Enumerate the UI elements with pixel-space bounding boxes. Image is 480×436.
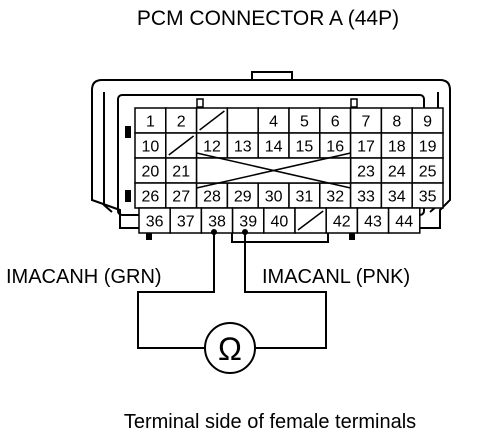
terminal-cell [411,182,444,209]
terminal-cell [325,207,359,234]
terminal-number: 6 [331,114,340,131]
terminal-number: 42 [333,214,351,231]
terminal-number: 18 [388,139,406,156]
terminal-cell [138,207,171,234]
unused-terminal-slash [199,110,225,131]
terminal-number: 31 [296,189,314,206]
terminal-cell [349,132,383,159]
terminal-number: 9 [423,114,432,131]
unused-terminal-slash [297,210,324,231]
terminal-cell [411,107,444,134]
terminal-number: 27 [172,189,190,206]
terminal-number: 1 [146,114,155,131]
terminal-number: 40 [271,214,289,231]
terminal-number: 29 [234,189,252,206]
terminal-number: 7 [362,114,371,131]
terminal-number: 36 [146,214,164,231]
terminal-number: 14 [265,139,283,156]
terminal-number: 5 [300,114,309,131]
terminal-number: 26 [142,189,160,206]
terminal-number: 32 [326,189,344,206]
terminal-number: 8 [392,114,401,131]
terminal-number: 13 [234,139,252,156]
terminal-number: 37 [177,214,195,231]
terminal-number: 43 [364,214,382,231]
terminal-number: 28 [203,189,221,206]
terminal-cell [263,207,296,234]
unused-terminal-slash [168,135,195,156]
blank-cross-line [196,152,351,189]
probe-right-label: IMACANL (PNK) [262,266,410,288]
terminal-number: 12 [203,139,221,156]
terminal-cell [134,182,167,209]
terminal-number: 33 [357,189,375,206]
terminal-number: 30 [265,189,283,206]
terminal-number: 17 [357,139,375,156]
terminal-number: 21 [172,164,190,181]
probe-left-label: IMACANH (GRN) [6,266,162,288]
terminal-cell [387,207,421,234]
terminal-number: 2 [177,114,186,131]
terminal-number: 19 [419,139,437,156]
terminal-number: 34 [388,189,406,206]
terminal-number: 20 [142,164,160,181]
terminal-number: 44 [395,214,413,231]
terminal-number: 16 [326,139,344,156]
diagram-title: PCM CONNECTOR A (44P) [137,7,399,30]
terminal-number: 10 [142,139,160,156]
ohmmeter-icon: Ω [204,322,256,374]
terminal-number: 38 [208,214,226,231]
ohm-symbol: Ω [218,331,242,367]
caption: Terminal side of female terminals [124,411,416,433]
terminal-number: 24 [388,164,406,181]
terminal-number: 15 [296,139,314,156]
terminal-number: 4 [269,114,278,131]
terminal-cell [349,182,383,209]
terminal-number: 39 [239,214,257,231]
terminal-cell [226,107,259,134]
terminal-cell [380,182,413,209]
terminal-cell [165,107,198,134]
terminal-cell [319,107,352,134]
test-leads [137,229,327,349]
terminal-number: 23 [357,164,375,181]
terminal-cell [288,132,321,159]
terminal-cell [231,207,265,234]
terminal-cell [349,107,383,134]
terminal-number: 35 [419,189,437,206]
terminal-cell [288,107,321,134]
terminal-number: 25 [419,164,437,181]
